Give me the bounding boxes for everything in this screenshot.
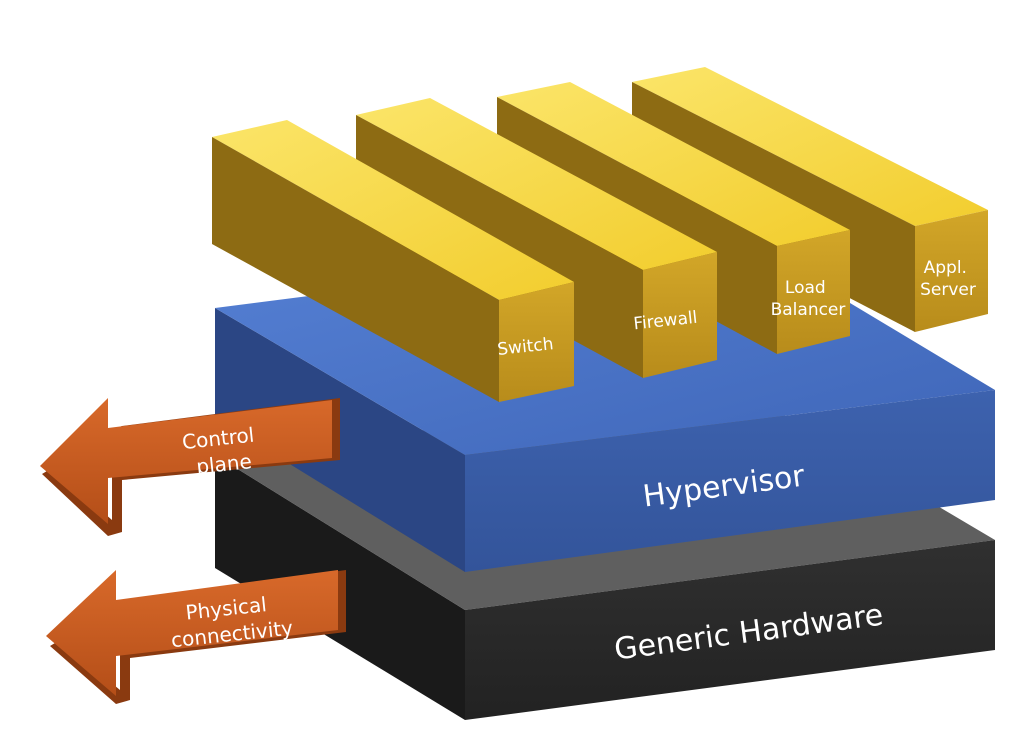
function-bar-top: [212, 120, 574, 300]
function-bar-front: [915, 210, 988, 332]
control-plane-arrow: Control plane: [40, 398, 340, 536]
hardware-layer-front: [465, 540, 995, 720]
physical-connectivity-arrow: Physical connectivity: [46, 570, 346, 704]
function-bar-label: Appl. Server: [920, 258, 976, 300]
function-bar-top: [632, 67, 988, 226]
hypervisor-layer-front: [465, 390, 995, 572]
function-bar-top: [497, 82, 850, 246]
function-bar-top: [356, 98, 717, 270]
function-bar-side: [212, 137, 499, 402]
function-bar-front: [499, 282, 574, 402]
function-bar-switch: Switch: [212, 120, 574, 402]
function-bar-front: [777, 230, 850, 354]
arrow-body: [46, 570, 338, 696]
function-bar-label: Load Balancer: [771, 278, 846, 320]
arrow-body: [40, 398, 332, 524]
function-bar-front: [643, 252, 717, 378]
network-functions: Appl. Server Load Balancer Firewall: [212, 67, 988, 402]
